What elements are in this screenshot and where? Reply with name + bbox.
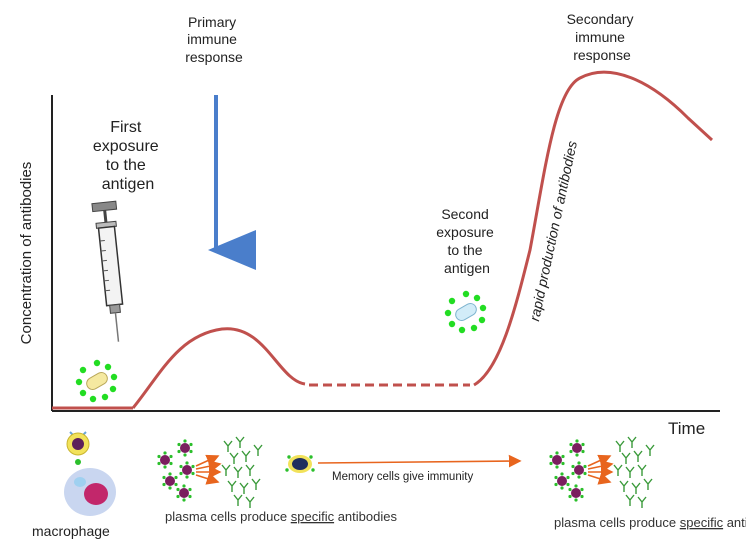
plasma-cells-group-2 [549,436,655,509]
text-line: plasma cells produce [165,509,291,524]
text-line: specific [680,515,724,530]
plasma-cell [571,461,587,479]
plasma-cell [569,439,585,457]
antibody-curve [52,70,714,410]
plasma-cell [177,439,193,457]
plasma-cells-label-2: plasma cells produce specific antibodies [554,515,746,530]
plasma-cell [157,451,173,469]
plasma-cell [554,472,570,490]
text-line: response [573,47,631,63]
text-line: specific [291,509,335,524]
antigen-icon-first [75,359,118,403]
antigen-icon-second [444,290,487,334]
text-line: to the [448,242,483,258]
memory-cells-label: Memory cells give immunity [332,471,473,483]
text-line: plasma cells produce [554,515,680,530]
text-line: Secondary [567,11,634,27]
text-line: response [185,49,243,65]
x-axis-label: Time [668,419,705,438]
plasma-cell [176,484,192,502]
plasma-cell [162,472,178,490]
plasma-cells-group-1 [157,436,263,509]
text-line: immune [187,31,237,47]
macrophage-label: macrophage [32,523,110,539]
macrophage-icon [64,431,116,516]
y-axis-label: Concentration of antibodies [18,162,35,345]
text-line: to the [106,157,146,174]
text-line: antigen [444,260,490,276]
syringe-icon [91,200,124,342]
plasma-cell [179,461,195,479]
antibodies-cluster-1 [221,436,263,509]
text-line: exposure [436,224,494,240]
memory-arrow [317,454,522,468]
antibodies-cluster-2 [613,436,655,509]
secondary-response-curve [473,70,714,387]
secondary-label: Secondary immune response [567,11,638,63]
text-line: First [110,119,142,136]
text-line: antigen [102,176,155,193]
primary-label: Primary immune response [185,14,243,65]
plasma-cells-label-1: plasma cells produce specific antibodies [165,509,397,524]
plasma-cell [568,484,584,502]
plasma-cell [549,451,565,469]
text-line: exposure [93,138,159,155]
memory-cell-icon [285,455,315,473]
chart-axes [51,95,720,412]
text-line: Primary [188,14,236,30]
text-line: antibodies [723,515,746,530]
second-exposure-label: Second exposure to the antigen [436,206,497,276]
text-line: Second [441,206,488,222]
first-exposure-label: First exposure to the antigen [93,119,163,193]
text-line: immune [575,29,625,45]
primary-response-curve [131,327,306,409]
text-line: antibodies [334,509,397,524]
